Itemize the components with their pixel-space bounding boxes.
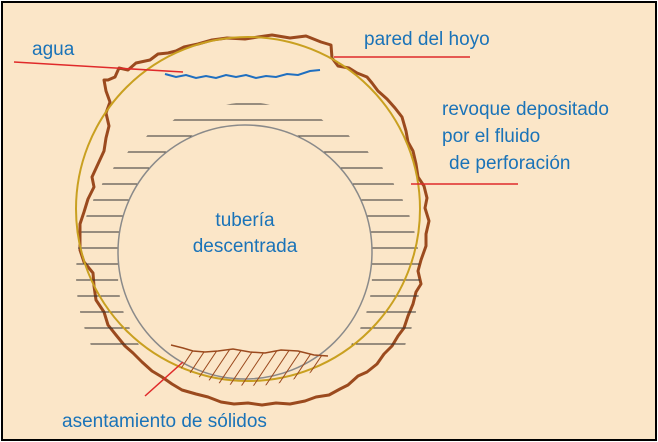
- mud-cake-label-line-2: por el fluido: [442, 126, 541, 147]
- mud-cake-inner-circle: [75, 36, 421, 382]
- leader-lines: [13, 56, 518, 397]
- pipe-label-line-1: tubería: [215, 210, 275, 231]
- water-leader-line: [13, 61, 184, 73]
- solids-leader-line: [144, 361, 184, 397]
- mud-cake-label-line-1: revoque depositado: [442, 99, 609, 120]
- pipe-label-line-2: descentrada: [192, 236, 298, 257]
- water-label: agua: [32, 39, 75, 60]
- solids-label: asentamiento de sólidos: [62, 411, 267, 432]
- solids-hatch: [195, 345, 237, 386]
- mud-cake-label-line-3: de perforación: [449, 153, 571, 174]
- hole-wall-label: pared del hoyo: [364, 29, 490, 50]
- water-line: [164, 69, 321, 80]
- pipe-circle: [117, 124, 373, 380]
